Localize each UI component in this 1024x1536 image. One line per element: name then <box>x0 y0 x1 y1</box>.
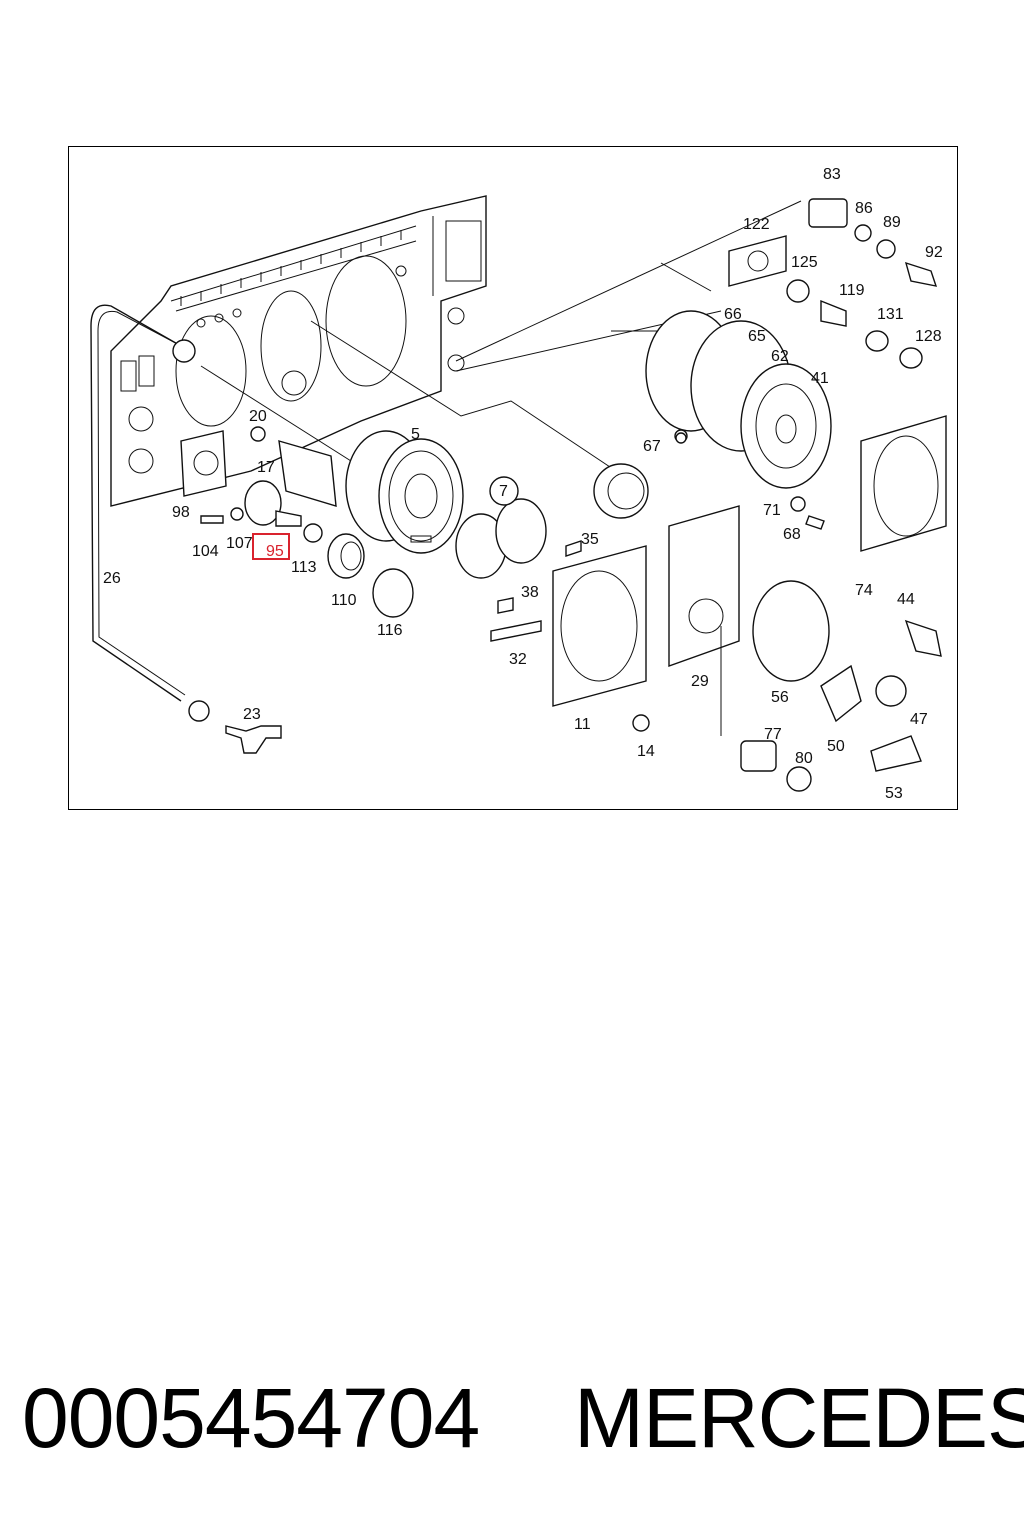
housing-56 <box>752 580 830 682</box>
panel-29 <box>668 505 740 667</box>
label-65: 65 <box>748 328 766 345</box>
label-98: 98 <box>172 504 190 521</box>
label-119: 119 <box>839 282 865 299</box>
part-98-bezel <box>180 430 227 497</box>
part-95-switch <box>244 480 282 526</box>
label-77: 77 <box>764 726 782 743</box>
label-56: 56 <box>771 689 789 706</box>
label-7: 7 <box>499 483 508 500</box>
label-66: 66 <box>724 306 742 323</box>
label-29: 29 <box>691 673 709 690</box>
instrument-cluster <box>645 310 832 489</box>
speedometer-cable <box>90 304 282 754</box>
label-104: 104 <box>192 543 219 560</box>
label-89: 89 <box>883 214 901 231</box>
label-14: 14 <box>637 743 655 760</box>
label-68: 68 <box>783 526 801 543</box>
label-110: 110 <box>331 592 357 609</box>
label-47: 47 <box>910 711 928 728</box>
label-32: 32 <box>509 651 527 668</box>
label-95: 95 <box>266 543 284 560</box>
label-74: 74 <box>855 582 873 599</box>
label-17: 17 <box>257 459 275 476</box>
footer: 0005454704 MERCEDES <box>0 1368 1024 1468</box>
label-67: 67 <box>643 438 661 455</box>
label-50: 50 <box>827 738 845 755</box>
part-labels: 83 86 89 92 122 125 119 131 128 66 65 62… <box>103 166 943 802</box>
label-116: 116 <box>377 622 403 639</box>
label-92: 92 <box>925 244 943 261</box>
dashboard-panel <box>110 195 487 507</box>
label-35: 35 <box>581 531 599 548</box>
label-86: 86 <box>855 200 873 217</box>
panel-11 <box>552 545 647 707</box>
part-number: 0005454704 <box>22 1371 480 1465</box>
label-83: 83 <box>823 166 841 183</box>
label-71: 71 <box>763 502 781 519</box>
label-62: 62 <box>771 348 789 365</box>
label-80: 80 <box>795 750 813 767</box>
label-53: 53 <box>885 785 903 802</box>
label-107: 107 <box>226 535 253 552</box>
brand-name: MERCEDES <box>574 1371 1024 1465</box>
label-38: 38 <box>521 584 539 601</box>
diagram-drawing: 83 86 89 92 122 125 119 131 128 66 65 62… <box>90 166 947 802</box>
label-122: 122 <box>743 216 770 233</box>
label-131: 131 <box>877 306 904 323</box>
label-20: 20 <box>249 408 267 425</box>
label-41: 41 <box>811 370 829 387</box>
highlight-box-95 <box>252 533 290 560</box>
label-11: 11 <box>574 716 591 733</box>
label-128: 128 <box>915 328 942 345</box>
label-23: 23 <box>243 706 261 723</box>
speedometer-5 <box>345 430 464 554</box>
panel-74 <box>860 415 947 552</box>
label-125: 125 <box>791 254 818 271</box>
label-44: 44 <box>897 591 915 608</box>
label-26: 26 <box>103 570 121 587</box>
exploded-parts-diagram: 83 86 89 92 122 125 119 131 128 66 65 62… <box>68 146 958 810</box>
label-113: 113 <box>291 559 317 576</box>
label-5: 5 <box>411 426 420 443</box>
